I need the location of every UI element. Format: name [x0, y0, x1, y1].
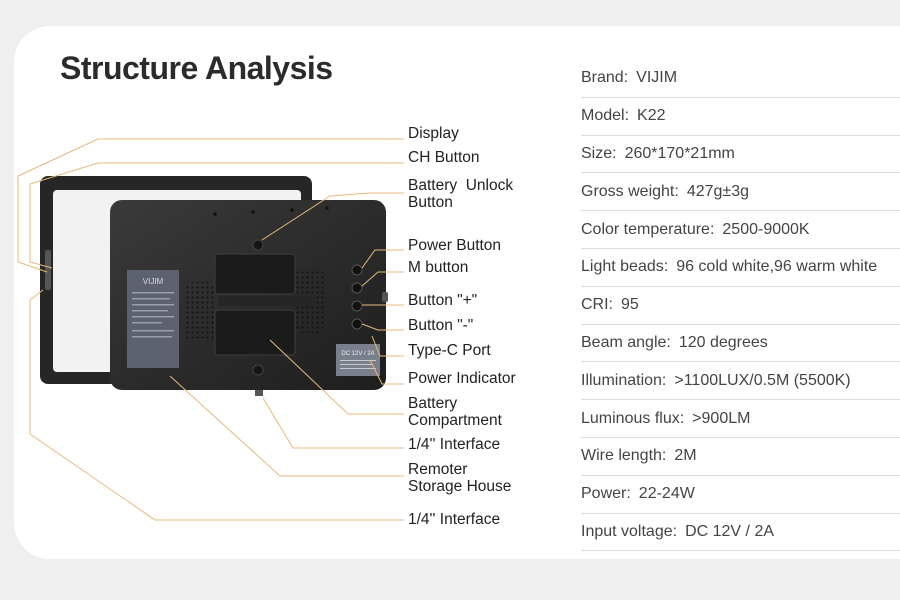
leader-type-c — [371, 335, 404, 357]
leader-m-button — [361, 271, 404, 287]
label-power-button: Power Button — [408, 237, 502, 254]
label-quarter-interface-2: 1/4'' Interface — [408, 511, 501, 528]
page-title: Structure Analysis — [60, 50, 333, 86]
spec-row-light-beads: Light beads:96 cold white,96 warm white — [581, 249, 900, 287]
logo-text: VIJIM — [143, 277, 164, 286]
spec-row-wire-length: Wire length:2M — [581, 438, 900, 476]
leader-interface-2 — [29, 289, 404, 521]
label-button-plus: Button "+" — [408, 292, 478, 309]
spec-row-gross-weight: Gross weight:427g±3g — [581, 173, 900, 212]
leader-remoter-storage — [169, 375, 404, 477]
spec-list: Brand:VIJIM Model:K22 Size:260*170*21mm … — [581, 60, 900, 552]
bottom-interface — [255, 390, 263, 396]
label-power-indicator: Power Indicator — [408, 370, 516, 387]
label-display: Display — [408, 125, 459, 142]
left-grille — [185, 282, 215, 342]
battery-slot-top — [214, 253, 296, 295]
unlock-button — [252, 239, 264, 251]
spec-row-power: Power:22-24W — [581, 476, 900, 514]
label-quarter-interface-1: 1/4'' Interface — [408, 436, 501, 453]
leader-battery-compartment — [269, 339, 404, 415]
leader-power-indicator — [369, 359, 404, 385]
spec-row-luminous-flux: Luminous flux:>900LM — [581, 400, 900, 438]
spec-row-input-voltage: Input voltage:DC 12V / 2A — [581, 514, 900, 552]
spec-row-size: Size:260*170*21mm — [581, 136, 900, 174]
battery-slot-bottom — [214, 309, 296, 356]
spec-row-brand: Brand:VIJIM — [581, 60, 900, 98]
leader-display — [17, 138, 404, 273]
battery-bar — [218, 296, 314, 306]
m-btn — [351, 282, 363, 294]
spec-row-color-temperature: Color temperature:2500-9000K — [581, 211, 900, 249]
power-btn — [351, 264, 363, 276]
leader-ch-button — [29, 162, 404, 269]
spec-row-cri: CRI:95 — [581, 287, 900, 325]
screw — [290, 208, 294, 212]
leader-power-button — [361, 249, 404, 269]
label-type-c-port: Type-C Port — [408, 342, 491, 359]
label-button-minus: Button "-" — [408, 317, 474, 334]
leader-interface-1 — [262, 397, 404, 449]
back-body: VIJIM DC 12V / 2A — [110, 200, 388, 396]
leader-lines — [17, 138, 404, 521]
minus-btn — [351, 318, 363, 330]
info-sticker — [127, 270, 179, 368]
leader-battery-unlock — [261, 192, 404, 241]
label-remoter-storage-house: Remoter Storage House — [408, 461, 512, 495]
leader-button-minus — [361, 323, 404, 331]
spec-row-illumination: Illumination:>1100LUX/0.5M (5500K) — [581, 362, 900, 401]
side-knob — [382, 292, 388, 302]
side-buttons — [45, 250, 51, 290]
label-ch-button: CH Button — [408, 149, 480, 166]
spec-row-beam-angle: Beam angle:120 degrees — [581, 325, 900, 363]
screw — [213, 212, 217, 216]
dc-sticker-text: DC 12V / 2A — [341, 351, 374, 357]
plus-btn — [351, 300, 363, 312]
label-battery-unlock-button: Battery Unlock Button — [408, 177, 514, 211]
screw — [251, 210, 255, 214]
label-m-button: M button — [408, 259, 469, 276]
label-battery-compartment: Battery Compartment — [408, 395, 502, 429]
screw — [325, 206, 329, 210]
spec-row-model: Model:K22 — [581, 98, 900, 136]
bottom-button — [252, 364, 264, 376]
